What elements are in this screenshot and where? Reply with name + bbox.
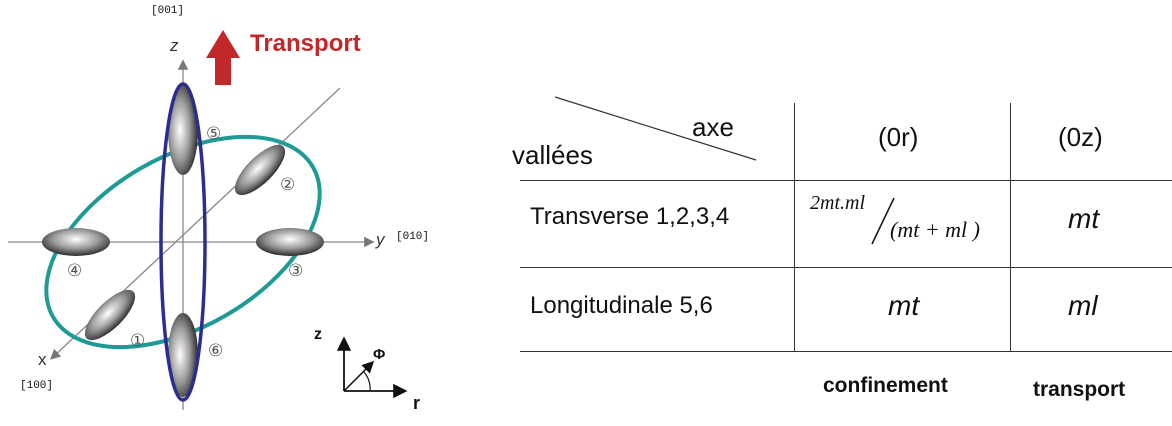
transport-label: Transport: [250, 30, 361, 57]
valley-5-ellipsoid: [168, 85, 198, 175]
row-transverse-0r-numerator: 2mt.ml: [810, 192, 865, 214]
x-axis-label: x: [38, 350, 47, 369]
direction-010-label: [010]: [396, 231, 430, 243]
row-transverse-label: Transverse 1,2,3,4: [530, 203, 730, 230]
row-longitudinale-0z-value: ml: [1068, 290, 1098, 321]
header-vallees: vallées: [512, 140, 593, 170]
direction-100-label: [100]: [20, 380, 54, 392]
valley-1-label: ①: [130, 331, 146, 350]
row-transverse-0r-denominator: (mt + ml ): [890, 217, 980, 242]
footer-transport: transport: [1033, 378, 1126, 401]
valley-5-label: ⑤: [206, 124, 222, 143]
teal-ellipse: [44, 134, 322, 350]
inset-phi-arrow: [343, 360, 375, 392]
row-divider-1: [520, 180, 1172, 181]
header-col-0r: (0r): [878, 122, 919, 152]
valley-1-ellipsoid: [84, 289, 136, 341]
header-col-0z: (0z): [1058, 122, 1103, 152]
valley-3-label: ③: [288, 261, 304, 280]
blue-ellipse: [159, 82, 207, 402]
col-divider-2: [1010, 103, 1011, 351]
effective-mass-table: axe vallées (0r) (0z) Transverse 1,2,3,4…: [490, 0, 1172, 421]
row-divider-3: [520, 351, 1172, 352]
fraction-slash: [871, 197, 895, 245]
valley-4-label: ④: [67, 261, 83, 280]
y-axis-label: y: [376, 230, 385, 249]
direction-001-label: [001]: [151, 5, 185, 17]
footer-confinement: confinement: [823, 374, 948, 397]
valley-diagram: [001] z Transport y [010] x [100] ⑤ ② ④ …: [0, 0, 470, 421]
row-longitudinale-0r-value: mt: [888, 290, 920, 321]
row-transverse-0z-value: mt: [1068, 203, 1100, 234]
valley-diagram-svg: [8, 30, 408, 410]
transport-arrow-icon: [206, 30, 240, 85]
valley-6-ellipsoid: [168, 313, 198, 397]
row-longitudinale-label: Longitudinale 5,6: [530, 292, 713, 319]
valley-4-ellipsoid: [42, 228, 110, 256]
inset-r-label: r: [413, 393, 421, 413]
z-axis-label: z: [170, 36, 179, 55]
col-divider-1: [794, 103, 795, 351]
table-diagonal: [554, 96, 757, 161]
valley-2-label: ②: [280, 175, 296, 194]
row-divider-2: [520, 267, 1172, 268]
valley-6-label: ⑥: [208, 341, 224, 360]
inset-phi-label: Φ: [373, 346, 386, 363]
inset-z-label: z: [314, 326, 322, 343]
valley-2-ellipsoid: [234, 144, 286, 196]
valley-3-ellipsoid: [256, 228, 324, 256]
inset-phi-arc: [363, 371, 371, 392]
header-axe: axe: [692, 112, 734, 142]
